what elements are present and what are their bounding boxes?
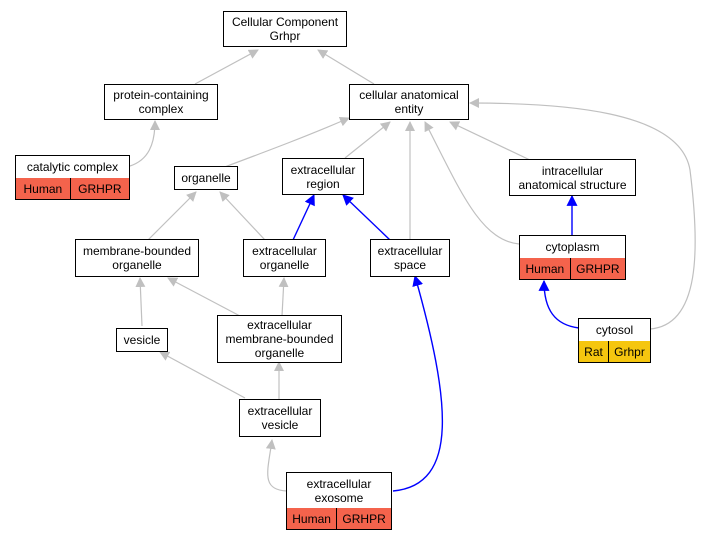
species-label: Human	[292, 511, 331, 526]
node-extracellular-space[interactable]: extracellular space	[370, 239, 450, 277]
node-organelle[interactable]: organelle	[174, 166, 238, 190]
node-extracellular-exosome[interactable]: extracellular exosome	[286, 472, 392, 509]
part-of-edges	[292, 194, 580, 492]
node-vesicle[interactable]: vesicle	[116, 328, 168, 352]
node-catalytic-complex[interactable]: catalytic complex	[15, 155, 130, 179]
node-label: extracellular membrane-bounded organelle	[225, 318, 334, 360]
annotation-extracellular-exosome: Human GRHPR	[286, 508, 392, 530]
annotation-cytosol: Rat Grhpr	[578, 341, 651, 363]
edge-catalytic-complex-to-protein-complex	[129, 120, 160, 167]
node-membrane-bounded-organelle[interactable]: membrane-bounded organelle	[75, 239, 199, 277]
node-label: extracellular exosome	[306, 476, 372, 505]
node-label: extracellular region	[290, 162, 356, 191]
species-badge: Human	[287, 508, 337, 529]
node-label: extracellular organelle	[252, 244, 317, 272]
node-intracellular-anatomical-structure[interactable]: intracellular anatomical structure	[509, 159, 636, 196]
species-badge: Rat	[579, 341, 608, 362]
edge-ext-membrane-organelle-to-extracellular-organelle	[278, 277, 289, 317]
species-badge: Human	[520, 258, 570, 279]
node-label: membrane-bounded organelle	[82, 244, 192, 272]
edge-extracellular-organelle-to-organelle	[219, 191, 266, 241]
node-cellular-anatomical-entity[interactable]: cellular anatomical entity	[349, 84, 469, 120]
node-extracellular-organelle[interactable]: extracellular organelle	[243, 239, 326, 277]
edge-cytoplasm-to-anatomical-entity	[424, 121, 520, 245]
annotation-catalytic-complex: Human GRHPR	[15, 178, 130, 200]
node-extracellular-vesicle[interactable]: extracellular vesicle	[239, 399, 321, 437]
node-protein-containing-complex[interactable]: protein-containing complex	[104, 84, 218, 120]
annotation-cytoplasm: Human GRHPR	[519, 258, 626, 280]
node-label: protein-containing complex	[113, 88, 209, 116]
gene-label: GRHPR	[342, 511, 386, 526]
gene-badge: Grhpr	[608, 341, 650, 362]
node-extracellular-region[interactable]: extracellular region	[282, 158, 364, 195]
node-label: vesicle	[123, 333, 161, 347]
is-a-edges	[129, 49, 696, 492]
edge-extracellular-vesicle-to-vesicle	[159, 351, 246, 399]
node-label: cellular anatomical entity	[359, 88, 459, 116]
node-cellular-component[interactable]: Cellular Component Grhpr	[223, 11, 347, 47]
gene-badge: GRHPR	[569, 258, 625, 279]
edge-anatomical-entity-to-cellular-component	[317, 49, 375, 85]
gene-badge: GRHPR	[336, 508, 391, 529]
node-label: extracellular space	[377, 244, 443, 272]
node-label: catalytic complex	[26, 160, 119, 174]
node-label: organelle	[181, 171, 231, 185]
species-badge: Human	[16, 178, 70, 199]
edge-intracellular-structure-to-anatomical-entity	[449, 121, 531, 161]
species-label: Human	[23, 181, 63, 196]
node-label: Cellular Component Grhpr	[231, 15, 339, 43]
edge-organelle-to-anatomical-entity	[221, 117, 350, 169]
edge-cytosol-to-anatomical-entity	[469, 98, 696, 330]
edge-ext-membrane-organelle-to-membrane-organelle	[167, 277, 241, 317]
node-label: extracellular vesicle	[247, 404, 313, 432]
gene-label: GRHPR	[576, 261, 620, 276]
edge-membrane-organelle-to-organelle	[147, 191, 197, 241]
edge-extracellular-organelle-to-region	[292, 194, 315, 241]
node-label: intracellular anatomical structure	[518, 163, 627, 192]
edge-exosome-to-extracellular-space	[392, 274, 444, 492]
gene-label: GRHPR	[78, 181, 122, 196]
gene-badge: GRHPR	[69, 178, 129, 199]
node-extracellular-membrane-bounded-organelle[interactable]: extracellular membrane-bounded organelle	[217, 315, 342, 363]
edge-vesicle-to-membrane-organelle	[135, 277, 146, 327]
edge-protein-complex-to-cellular-component	[194, 49, 259, 85]
edge-exosome-to-extracellular-vesicle	[265, 439, 288, 492]
edge-extracellular-space-to-region	[342, 194, 391, 241]
node-label: cytoplasm	[545, 240, 600, 254]
edge-cytosol-to-cytoplasm	[538, 279, 580, 329]
node-label: cytosol	[595, 323, 634, 337]
species-label: Human	[525, 261, 565, 276]
edge-extracellular-region-to-anatomical-entity	[344, 121, 391, 159]
species-label: Rat	[584, 344, 603, 359]
node-cytoplasm[interactable]: cytoplasm	[519, 235, 626, 259]
node-cytosol[interactable]: cytosol	[578, 318, 651, 342]
gene-label: Grhpr	[614, 344, 645, 359]
